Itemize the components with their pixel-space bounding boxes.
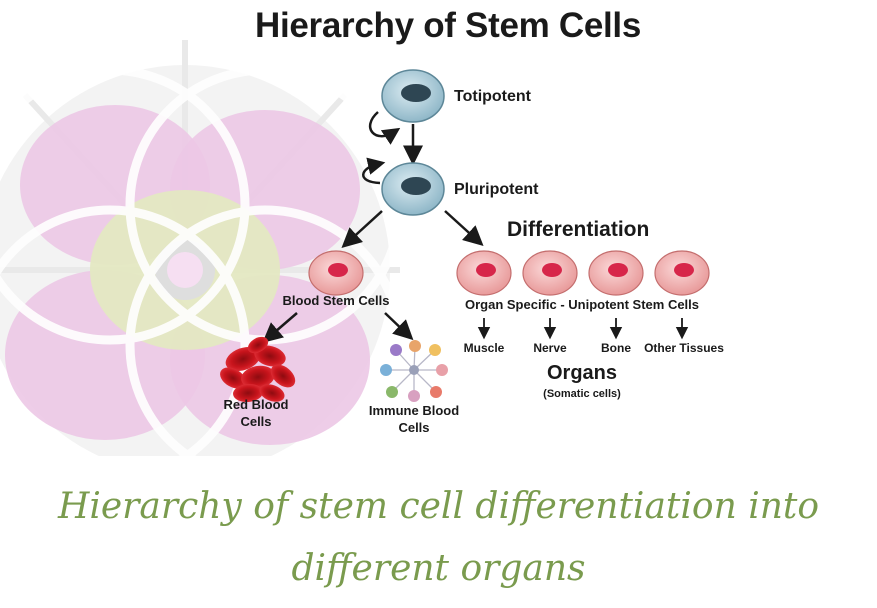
organ-specific-cell-nerve [522, 250, 578, 296]
totipotent-cell [381, 69, 445, 123]
pluripotent-to-organ-arrow [444, 210, 484, 247]
totipotent-label: Totipotent [454, 88, 532, 105]
red-blood-cells-label: Red Blood Cells [223, 397, 289, 429]
somatic-cells-label: (Somatic cells) [543, 388, 621, 400]
organ-type-bone: Bone [601, 341, 631, 355]
organs-label: Organs [546, 362, 618, 384]
organ-arrows [477, 318, 689, 340]
organ-specific-cell-muscle [456, 250, 512, 296]
organ-type-other: Other Tissues [644, 341, 724, 355]
red-blood-cells-cluster [220, 336, 296, 403]
pluripotent-to-blood-arrow [341, 210, 383, 249]
organ-specific-cell-bone [588, 250, 644, 296]
immune-blood-cells-label: Immune Blood Cells [368, 403, 460, 435]
diagram-title: Hierarchy of Stem Cells [254, 6, 642, 45]
blood-stem-cells-label: Blood Stem Cells [282, 293, 390, 308]
stem-cell-hierarchy-figure: Hierarchy of Stem Cells Totipotent Pluri… [0, 6, 724, 456]
blood-to-immune-cells-arrow [384, 312, 414, 341]
organ-type-muscle: Muscle [463, 341, 505, 355]
organ-specific-cell-other [654, 250, 710, 296]
blood-stem-cell [308, 250, 364, 296]
pluripotent-label: Pluripotent [454, 181, 539, 198]
self-renewal-arrow-totipotent [368, 111, 401, 145]
background-decoration [0, 40, 405, 456]
pluripotent-cell [381, 162, 445, 216]
immune-blood-cells-cluster [380, 340, 448, 402]
organ-type-nerve: Nerve [533, 341, 567, 355]
organ-specific-label: Organ Specific - Unipotent Stem Cells [464, 297, 700, 312]
differentiation-label: Differentiation [507, 218, 650, 241]
self-renewal-arrow-pluripotent [362, 157, 386, 185]
blood-to-red-cells-arrow [262, 312, 298, 343]
diagram-canvas [0, 40, 710, 456]
figure-caption: Hierarchy of stem cell differentiation i… [57, 486, 820, 589]
